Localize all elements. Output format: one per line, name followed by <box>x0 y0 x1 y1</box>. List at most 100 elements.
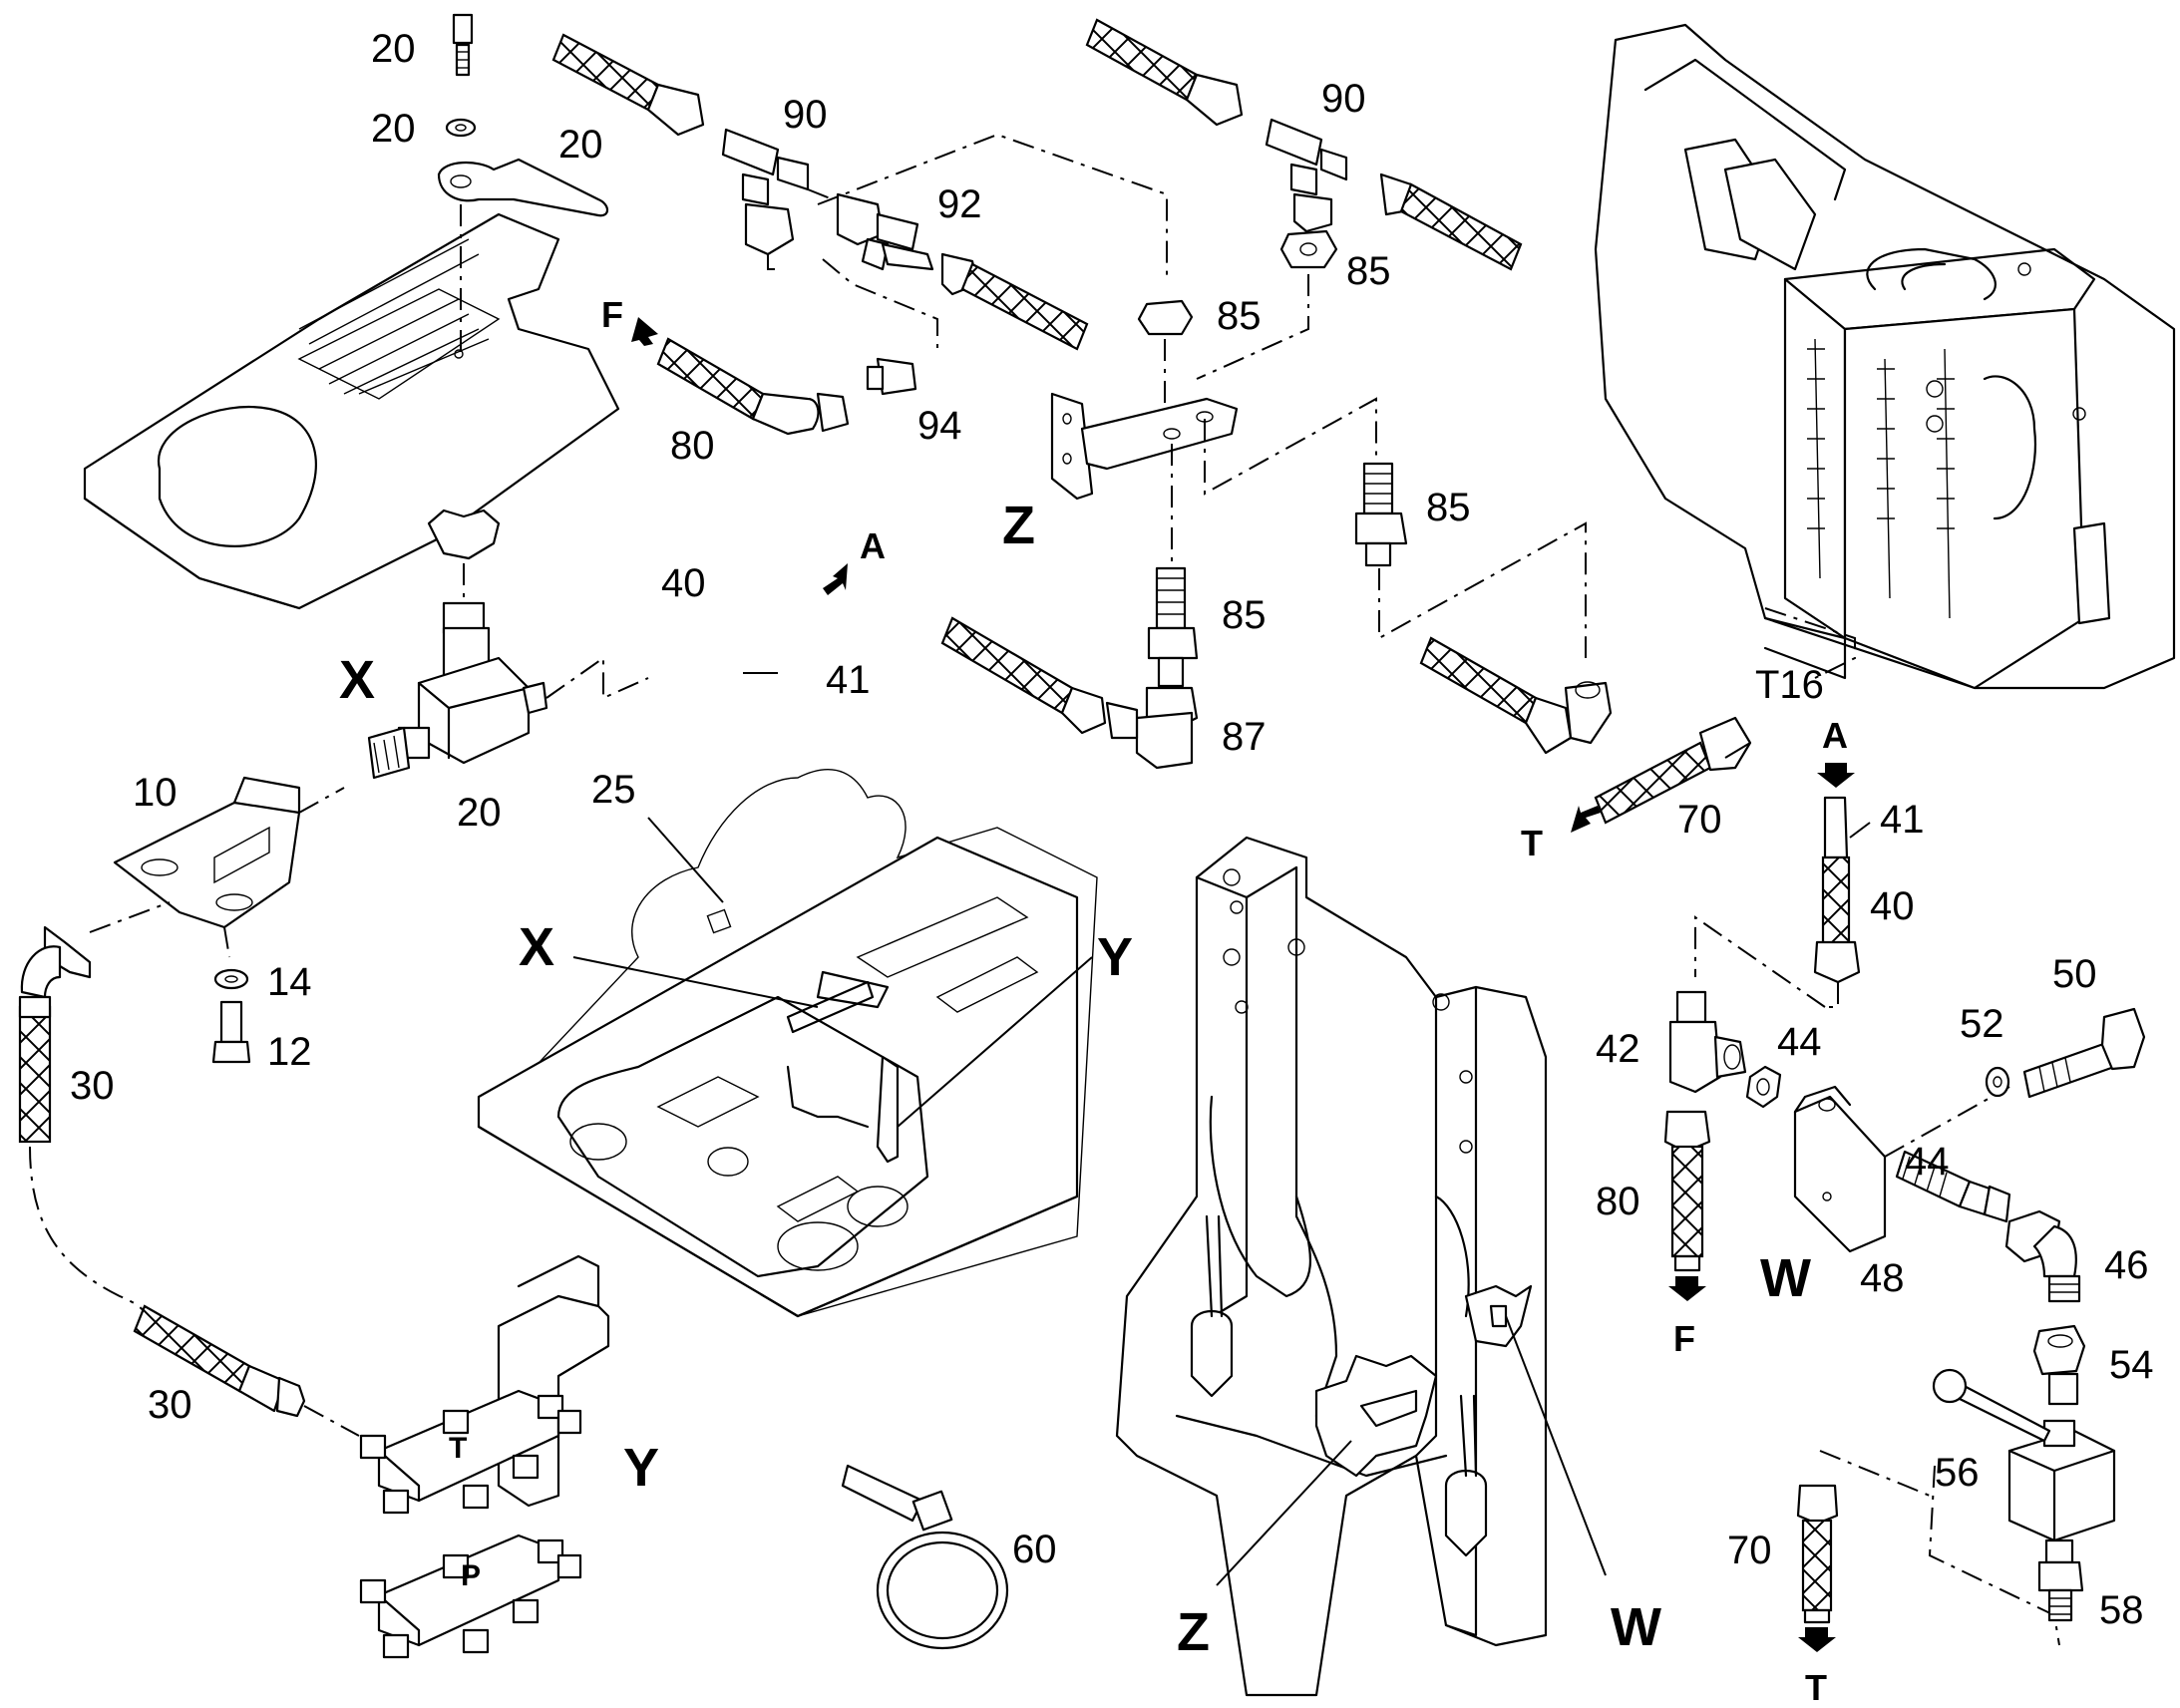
callout-85-a: 85 <box>1217 294 1262 338</box>
plug-94 <box>866 357 917 396</box>
flow-label-t-mid: T <box>1521 823 1543 863</box>
callout-44-a: 44 <box>1777 1020 1822 1064</box>
valve-x <box>367 601 548 780</box>
callout-44-b: 44 <box>1905 1140 1950 1184</box>
fitting-85-mid <box>1354 462 1408 567</box>
hose-70-t16 <box>1594 716 1752 825</box>
callout-54: 54 <box>2109 1343 2154 1387</box>
floor-reference-view <box>477 769 1098 1318</box>
flow-label-f-bottom: F <box>1673 1318 1695 1359</box>
hose-90-right-out <box>1379 172 1523 271</box>
callout-30-left: 30 <box>70 1064 115 1108</box>
bolt-50 <box>2022 1007 2146 1099</box>
screw-20 <box>452 13 474 77</box>
flow-label-a-right: A <box>1822 715 1848 756</box>
callout-70-bottom: 70 <box>1727 1529 1772 1572</box>
callout-70-top: 70 <box>1677 798 1722 842</box>
hose-80-right <box>1663 1110 1711 1272</box>
bolt-12 <box>211 1000 251 1064</box>
fitting-85-low <box>1147 566 1199 688</box>
view-labels: X Z Y W X Y Z W <box>339 496 1811 1662</box>
ref-label-x: X <box>519 917 554 977</box>
hose-40-41-right <box>1813 796 1861 984</box>
callout-90-left: 90 <box>783 93 828 137</box>
hose-70-bottom <box>1796 1484 1839 1624</box>
lever-20 <box>437 158 609 217</box>
bracket-z <box>1050 392 1239 501</box>
nut-44-a <box>1745 1065 1782 1109</box>
callout-20-lever: 20 <box>558 123 603 167</box>
tee-90-right <box>1265 118 1348 233</box>
callout-80-right: 80 <box>1596 1180 1640 1223</box>
callout-20-screw: 20 <box>371 27 416 71</box>
knob <box>427 509 501 560</box>
hose-90-left <box>551 33 705 137</box>
washer-20 <box>445 118 477 138</box>
callout-92: 92 <box>937 182 982 226</box>
callout-94: 94 <box>917 404 962 448</box>
washer-14 <box>213 968 249 990</box>
callout-50: 50 <box>2052 952 2097 996</box>
tee-92 <box>836 192 934 271</box>
callout-42: 42 <box>1596 1027 1640 1071</box>
callout-10: 10 <box>133 771 178 815</box>
tee-90-left <box>721 128 810 256</box>
view-label-y: Y <box>623 1438 659 1498</box>
hose-87 <box>940 616 1139 740</box>
fitting-54 <box>2032 1324 2086 1406</box>
part-callouts: 20 20 20 20 90 90 92 94 80 85 85 85 85 8… <box>70 27 2154 1632</box>
callout-58: 58 <box>2099 1588 2144 1632</box>
port-labels: T P <box>449 1432 481 1592</box>
callout-41-top: 41 <box>826 658 871 702</box>
washer-52 <box>1985 1066 2010 1098</box>
callout-40-right: 40 <box>1870 884 1915 928</box>
callout-20-valve: 20 <box>457 791 502 835</box>
tee-42 <box>1668 990 1747 1094</box>
callout-60: 60 <box>1012 1528 1057 1571</box>
valve-56 <box>1932 1368 2116 1542</box>
bracket-w <box>1793 1085 1887 1253</box>
flow-label-t-bottom: T <box>1805 1667 1827 1708</box>
hose-t16-elbow <box>1419 636 1613 755</box>
hose-90-right <box>1085 18 1244 127</box>
callout-85-c: 85 <box>1426 486 1471 529</box>
flow-label-f-top: F <box>601 294 623 335</box>
callout-30-bottom: 30 <box>148 1383 192 1427</box>
callout-85-d: 85 <box>1222 593 1267 637</box>
callout-25: 25 <box>591 768 636 812</box>
callout-T16: T16 <box>1755 663 1824 707</box>
view-label-w: W <box>1760 1248 1811 1308</box>
cable-tie-60 <box>841 1464 1009 1650</box>
manifold-y <box>359 1254 610 1659</box>
callout-12: 12 <box>267 1030 312 1074</box>
fitting-58 <box>2037 1538 2084 1622</box>
callout-52: 52 <box>1960 1002 2004 1046</box>
floor-plate <box>83 212 620 610</box>
callout-14: 14 <box>267 960 312 1004</box>
ref-label-z: Z <box>1177 1602 1210 1662</box>
callout-56: 56 <box>1935 1451 1980 1495</box>
cab-frame <box>1115 836 1548 1697</box>
elbow-87 <box>1135 686 1199 770</box>
machine-frame <box>1594 23 2176 690</box>
hose-30-bottom <box>133 1304 306 1418</box>
flow-arrows <box>631 317 1855 1652</box>
port-label-p: P <box>461 1559 481 1592</box>
callout-46: 46 <box>2104 1243 2149 1287</box>
callout-20-washer: 20 <box>371 107 416 151</box>
port-label-t: T <box>449 1432 467 1465</box>
elbow-46 <box>2004 1209 2081 1303</box>
flow-labels: F A T A F T <box>601 294 1848 1708</box>
callout-41-right: 41 <box>1880 798 1925 842</box>
callout-90-right: 90 <box>1321 77 1366 121</box>
nut-85-right <box>1279 229 1338 269</box>
bracket-10 <box>113 776 301 929</box>
view-label-z: Z <box>1002 496 1035 555</box>
leader-lines <box>572 672 1871 1586</box>
hose-80-top <box>656 337 850 436</box>
callout-40-top: 40 <box>661 561 706 605</box>
view-label-x: X <box>339 650 375 710</box>
callout-87: 87 <box>1222 715 1267 759</box>
hose-30-left <box>18 925 92 1144</box>
